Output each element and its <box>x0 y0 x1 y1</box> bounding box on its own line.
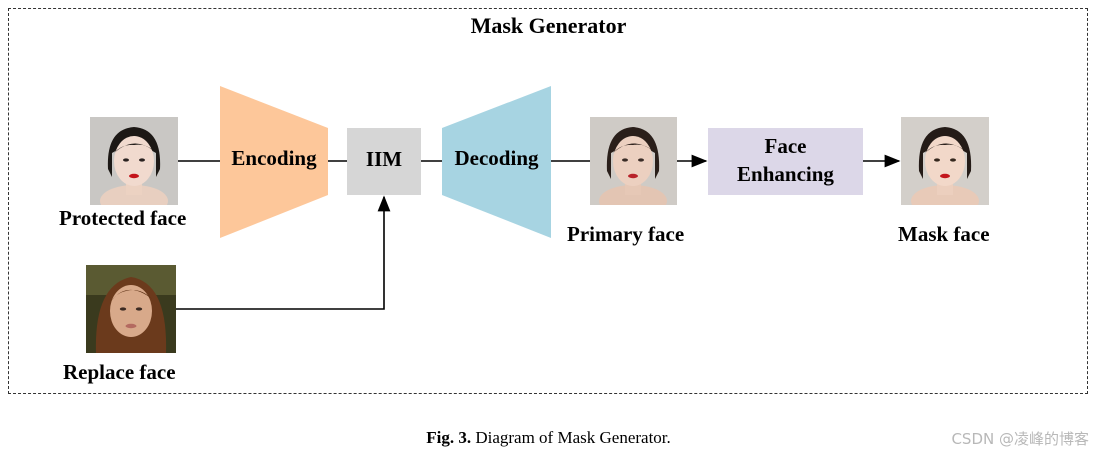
iim-block <box>347 128 421 195</box>
watermark: CSDN @凌峰的博客 <box>951 430 1089 448</box>
figure-caption-text: Diagram of Mask Generator. <box>471 428 671 447</box>
protected-face-label: Protected face <box>59 206 187 230</box>
iim-label: IIM <box>365 147 403 171</box>
mask-face-label: Mask face <box>898 222 990 246</box>
mask-face-image <box>901 117 989 205</box>
protected-face-image <box>90 117 178 205</box>
primary-face-label: Primary face <box>567 222 685 246</box>
face-enhancing-label-line2: Enhancing <box>737 162 834 186</box>
encoding-label: Encoding <box>231 146 317 170</box>
face-enhancing-block <box>708 128 863 195</box>
figure-caption-prefix: Fig. 3. <box>426 428 472 447</box>
figure-caption: Fig. 3. Diagram of Mask Generator. <box>0 428 1097 448</box>
decoding-label: Decoding <box>454 146 539 170</box>
arrow-replace-to-iim <box>176 195 391 310</box>
face-enhancing-label-line1: Face <box>764 134 807 158</box>
encoding-block <box>220 86 328 238</box>
mask-generator-frame <box>8 8 1088 394</box>
diagram-title: Mask Generator <box>470 13 627 38</box>
replace-face-label: Replace face <box>63 360 176 384</box>
replace-face-image <box>86 265 176 353</box>
primary-face-image <box>590 117 677 205</box>
decoding-block <box>442 86 551 238</box>
